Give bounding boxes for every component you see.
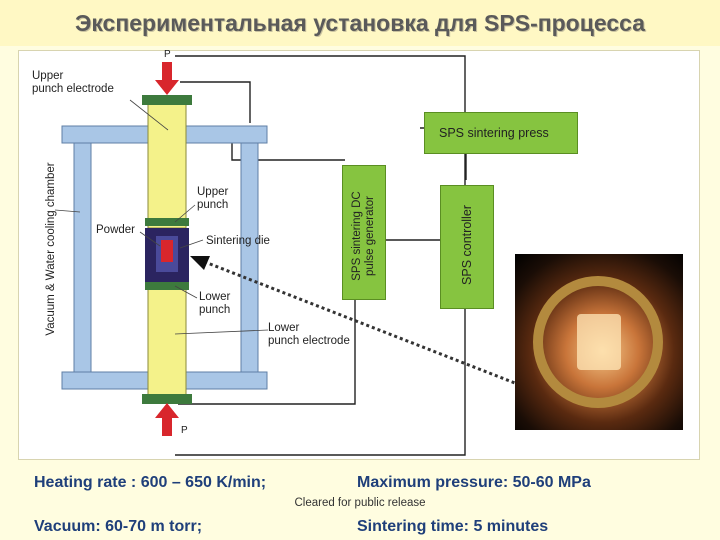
page-title: Экспериментальная установка для SPS-проц…	[0, 0, 720, 46]
sintering-time-text: Sintering time: 5 minutes	[357, 518, 549, 535]
max-pressure-text: Maximum pressure: 50-60 MPa	[357, 474, 591, 491]
wiring	[175, 55, 467, 456]
outer-wire	[175, 55, 466, 456]
powder	[161, 240, 173, 262]
p-top-label: P	[164, 49, 171, 60]
chamber-porthole	[533, 276, 663, 408]
lower-punch-label: Lower punch	[199, 291, 231, 316]
chamber-label: Vacuum & Water cooling chamber	[45, 162, 57, 336]
p-bottom-label: P	[181, 425, 188, 436]
sintering-glow	[577, 314, 621, 370]
pressure-arrows	[155, 62, 179, 436]
lower-electrode-plate	[142, 394, 192, 404]
upper-punch-label: Upper punch	[197, 186, 229, 211]
punch-assembly	[142, 95, 192, 404]
lower-punch-electrode-label: Lower punch electrode	[268, 322, 350, 347]
generator-label: SPS sintering DC pulse generator	[351, 191, 376, 281]
sintering-die-label: Sintering die	[206, 235, 270, 247]
powder-label: Powder	[96, 224, 135, 236]
photo-pointer-arrow	[190, 256, 521, 387]
controller-label: SPS controller	[460, 205, 474, 285]
heating-rate-text: Heating rate : 600 – 650 K/min;	[34, 474, 267, 491]
upper-wire	[180, 81, 251, 123]
p-bottom-arrow-head	[155, 403, 179, 418]
upper-punch-electrode-label: Upper punch electrode	[32, 70, 114, 95]
p-top-arrow-shaft	[162, 62, 172, 82]
upper-punch-electrode	[147, 102, 187, 229]
release-note: Cleared for public release	[294, 497, 426, 509]
vacuum-text: Vacuum: 60-70 m torr;	[34, 518, 203, 535]
lower-punch-plate	[145, 282, 189, 290]
leader-lines	[54, 99, 269, 335]
p-bottom-arrow-shaft	[162, 416, 172, 436]
lower-punch-electrode	[147, 285, 187, 397]
upper-electrode-plate	[142, 95, 192, 105]
sps-press-box: SPS sintering press	[424, 112, 578, 154]
controller-box: SPS controller	[440, 185, 494, 309]
upper-punch-plate	[145, 218, 189, 226]
sps-press-label: SPS sintering press	[439, 126, 549, 140]
chamber-photo	[515, 254, 683, 430]
generator-box: SPS sintering DC pulse generator	[342, 165, 386, 300]
p-top-arrow-head	[155, 80, 179, 95]
lower-wire	[178, 300, 356, 405]
